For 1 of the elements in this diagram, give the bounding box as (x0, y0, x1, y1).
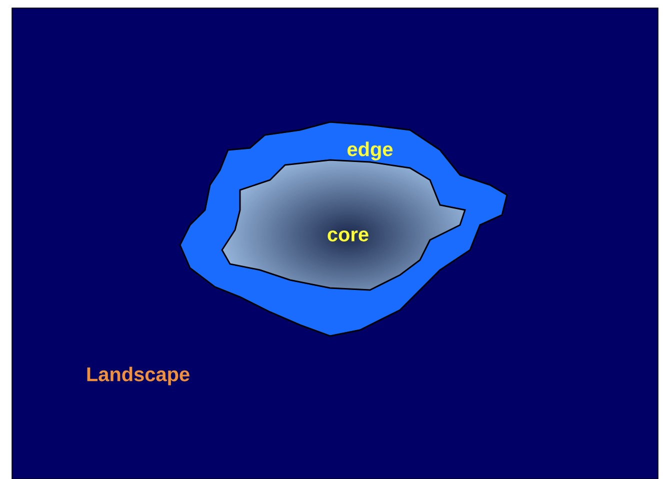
core-patch: core (221, 159, 466, 291)
